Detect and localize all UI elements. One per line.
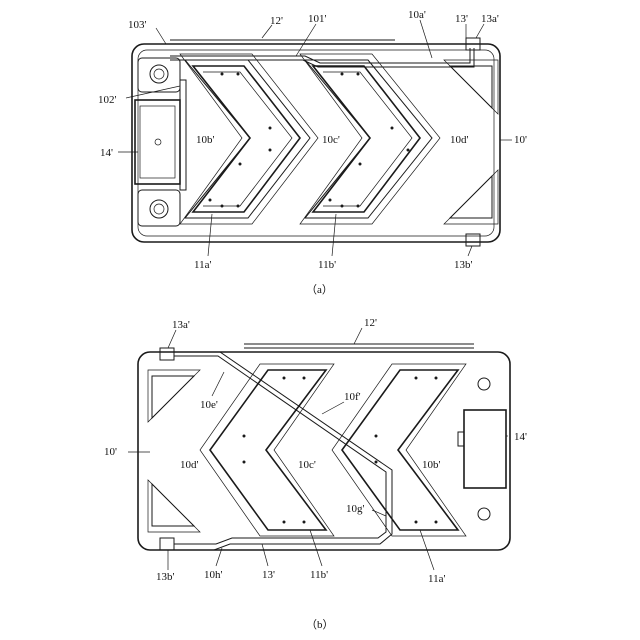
figure-a: 103' 12' 101' 10a' 13' 13a' 102' 14' 10b… [98,9,527,296]
caption-b: （b） [306,618,334,631]
label-13a-b: 13a' [172,319,190,331]
mount-hole-bottom-b [478,508,490,520]
connector-13b-b [160,538,174,550]
figure-b: 13a' 12' 10e' 10f' 14' 10' 10d' 10c' 10b… [104,317,527,631]
label-13a-a: 13a' [481,13,499,25]
label-11b-b: 11b' [310,569,328,581]
label-12-a: 12' [270,15,283,27]
label-13b-b: 13b' [156,571,175,583]
connector-13a-b [160,348,174,360]
label-10f-b: 10f' [344,391,361,403]
label-10c-b: 10c' [298,459,316,471]
label-103-a: 103' [128,19,147,31]
label-11a-b: 11a' [428,573,445,585]
label-10b-b: 10b' [422,459,441,471]
control-box-14-a [135,100,180,184]
label-10-a: 10' [514,134,527,146]
control-box-14-b [464,410,506,488]
label-101-a: 101' [308,13,327,25]
label-10d-a: 10d' [450,134,469,146]
label-10b-a: 10b' [196,134,215,146]
label-10h-b: 10h' [204,569,223,581]
mount-hole-bottom-a [150,200,168,218]
label-11b-a: 11b' [318,259,336,271]
tray-outline-b [138,352,510,550]
label-12-b: 12' [364,317,377,329]
label-13-a: 13' [455,13,468,25]
label-11a-a: 11a' [194,259,211,271]
label-10d-b: 10d' [180,459,199,471]
mount-hole-top-b [478,378,490,390]
label-10e-b: 10e' [200,399,218,411]
plate-dots-b [243,377,438,524]
label-14-a: 14' [100,147,113,159]
label-10a-a: 10a' [408,9,426,21]
cooling-plate-11b-b [210,370,326,530]
label-10c-a: 10c' [322,134,340,146]
label-10-b: 10' [104,446,117,458]
label-102-a: 102' [98,94,117,106]
label-10g-b: 10g' [346,503,365,515]
label-13b-a: 13b' [454,259,473,271]
caption-a: （a） [306,283,333,296]
mount-hole-top-a [150,65,168,83]
label-13-b: 13' [262,569,275,581]
label-14-b: 14' [514,431,527,443]
